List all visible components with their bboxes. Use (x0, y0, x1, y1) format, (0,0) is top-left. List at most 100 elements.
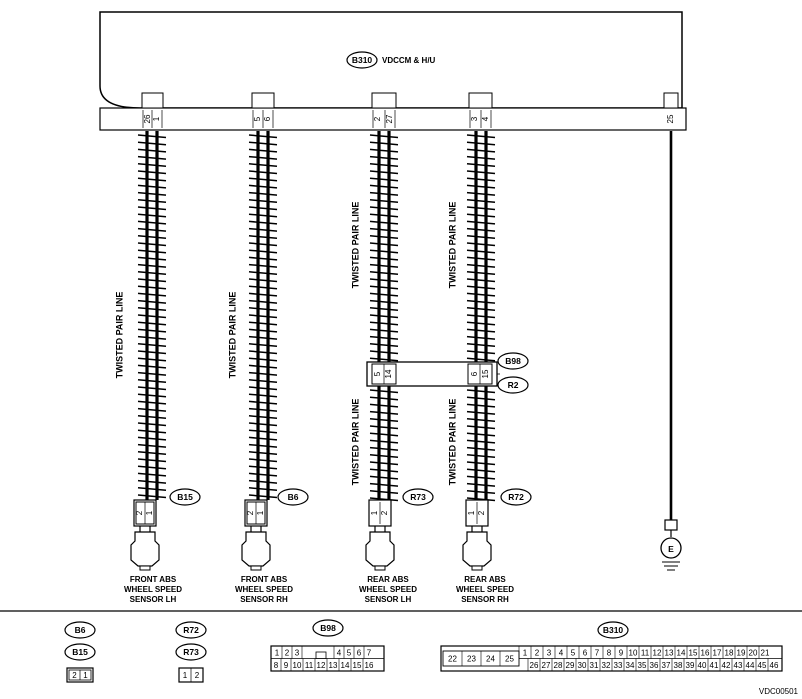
legend-pin-number: 41 (710, 661, 719, 670)
legend-pin-number: 13 (329, 661, 338, 670)
sensor-tip (250, 565, 262, 571)
legend-pin-number: 36 (650, 661, 659, 670)
legend-pin-number: 45 (758, 661, 767, 670)
intermediate-connector-code: R2 (508, 380, 519, 390)
module-pin-number: 4 (481, 116, 490, 121)
twist-marks (369, 389, 399, 502)
legend-pin-number: 2 (72, 671, 77, 680)
legend-pin-number: 38 (674, 661, 683, 670)
legend-pin-number: 10 (629, 649, 638, 658)
intermediate-connector-code-oval (497, 352, 529, 370)
legend-connector-code-oval (64, 643, 96, 661)
legend-pin-number: 8 (274, 661, 279, 670)
sensor-caption-line: SENSOR RH (461, 595, 509, 604)
intermediate-pin-number: 14 (384, 369, 393, 378)
legend-pin-number: 33 (614, 661, 623, 670)
sensor-pin-number: 2 (246, 510, 255, 515)
sensor-caption-line: REAR ABS (464, 575, 506, 584)
sensor-pin-number: 1 (370, 510, 379, 515)
legend-pin-number: 15 (353, 661, 362, 670)
legend-pin-number: 16 (701, 649, 710, 658)
legend-pin-number: 14 (341, 661, 350, 670)
legend-pin-number: 6 (357, 649, 362, 658)
legend-pin-number: 19 (737, 649, 746, 658)
legend-pin-number: 28 (554, 661, 563, 670)
legend-pin-number: 1 (275, 649, 280, 658)
legend-pin-number: 11 (305, 661, 314, 670)
sensor-caption-line: SENSOR LH (365, 595, 412, 604)
module-pin-number: 3 (470, 116, 479, 121)
intermediate-connector-code-oval (497, 376, 529, 394)
legend-pin-number: 20 (749, 649, 758, 658)
legend-pin-number: 17 (713, 649, 722, 658)
pin-tab (251, 92, 275, 109)
sensor-pin-number: 1 (145, 510, 154, 515)
legend-pin-number: 35 (638, 661, 647, 670)
sensor-connector-code: R73 (410, 492, 426, 502)
legend-pin-number: 9 (619, 649, 624, 658)
legend-pin-number: 46 (770, 661, 779, 670)
legend-pin-number: 7 (367, 649, 372, 658)
module-pin-number: 25 (666, 114, 675, 123)
legend-connector-code: B310 (603, 625, 624, 635)
sensor-connector-code-oval (277, 488, 309, 506)
sensor-pin-number: 1 (467, 510, 476, 515)
legend-pin-number: 5 (571, 649, 576, 658)
legend-connector-code: R73 (183, 647, 199, 657)
sensor-connector-code-oval (169, 488, 201, 506)
twist-marks (248, 134, 278, 499)
legend-pin-number: 1 (523, 649, 528, 658)
legend-pin-number: 4 (337, 649, 342, 658)
legend-pin-number: 43 (734, 661, 743, 670)
legend-pin-number: 44 (746, 661, 755, 670)
harness-wires (137, 131, 673, 520)
legend-pin-number: 40 (698, 661, 707, 670)
legend-pin-number: 2 (285, 649, 290, 658)
legend-key-notch (315, 651, 327, 659)
legend-pin-number: 2 (195, 671, 200, 680)
legend-pin-number: 3 (547, 649, 552, 658)
legend-pin-number: 37 (662, 661, 671, 670)
module-pin-number: 26 (143, 114, 152, 123)
legend-pin-number: 7 (595, 649, 600, 658)
pin-tab (371, 92, 397, 109)
legend-connector-code-oval (597, 621, 629, 639)
pin-tab (141, 92, 164, 109)
legend-pin-number: 21 (761, 649, 770, 658)
sensor-tip (139, 565, 151, 571)
sensor-body (365, 531, 395, 567)
legend-connector-code: R72 (183, 625, 199, 635)
legend-connector-code-oval (312, 619, 344, 637)
legend-pin-number: 25 (505, 655, 514, 664)
legend-pin-number: 18 (725, 649, 734, 658)
legend-pin-number: 4 (559, 649, 564, 658)
twisted-pair-label: TWISTED PAIR LINE (350, 202, 360, 289)
sensor-tip (471, 565, 483, 571)
sensor-caption-line: SENSOR LH (130, 595, 177, 604)
pin-tab (663, 92, 679, 109)
sensor-connector-code: B15 (177, 492, 193, 502)
sensor-caption-line: WHEEL SPEED (456, 585, 514, 594)
intermediate-connector-code: B98 (505, 356, 521, 366)
legend-pin-number: 27 (542, 661, 551, 670)
sensor-tip (374, 565, 386, 571)
legend-pin-number: 29 (566, 661, 575, 670)
legend-pin-number: 11 (641, 649, 650, 658)
ground-symbol: E (660, 519, 682, 571)
sensor-caption-line: FRONT ABS (241, 575, 288, 584)
module-pin-number: 27 (385, 114, 394, 123)
legend-pin-number: 12 (653, 649, 662, 658)
intermediate-pin-number: 15 (481, 369, 490, 378)
twisted-pair-label: TWISTED PAIR LINE (350, 399, 360, 486)
twisted-pair-label: TWISTED PAIR LINE (447, 399, 457, 486)
legend-pin-number: 16 (365, 661, 374, 670)
module-pin-number: 5 (253, 116, 262, 121)
module-pin-number: 2 (373, 116, 382, 121)
legend-pin-number: 5 (347, 649, 352, 658)
legend-pin-number: 22 (448, 655, 457, 664)
twisted-pair-labels: TWISTED PAIR LINE TWISTED PAIR LINE TWISTE… (114, 202, 457, 486)
module-pin-number: 6 (263, 116, 272, 121)
